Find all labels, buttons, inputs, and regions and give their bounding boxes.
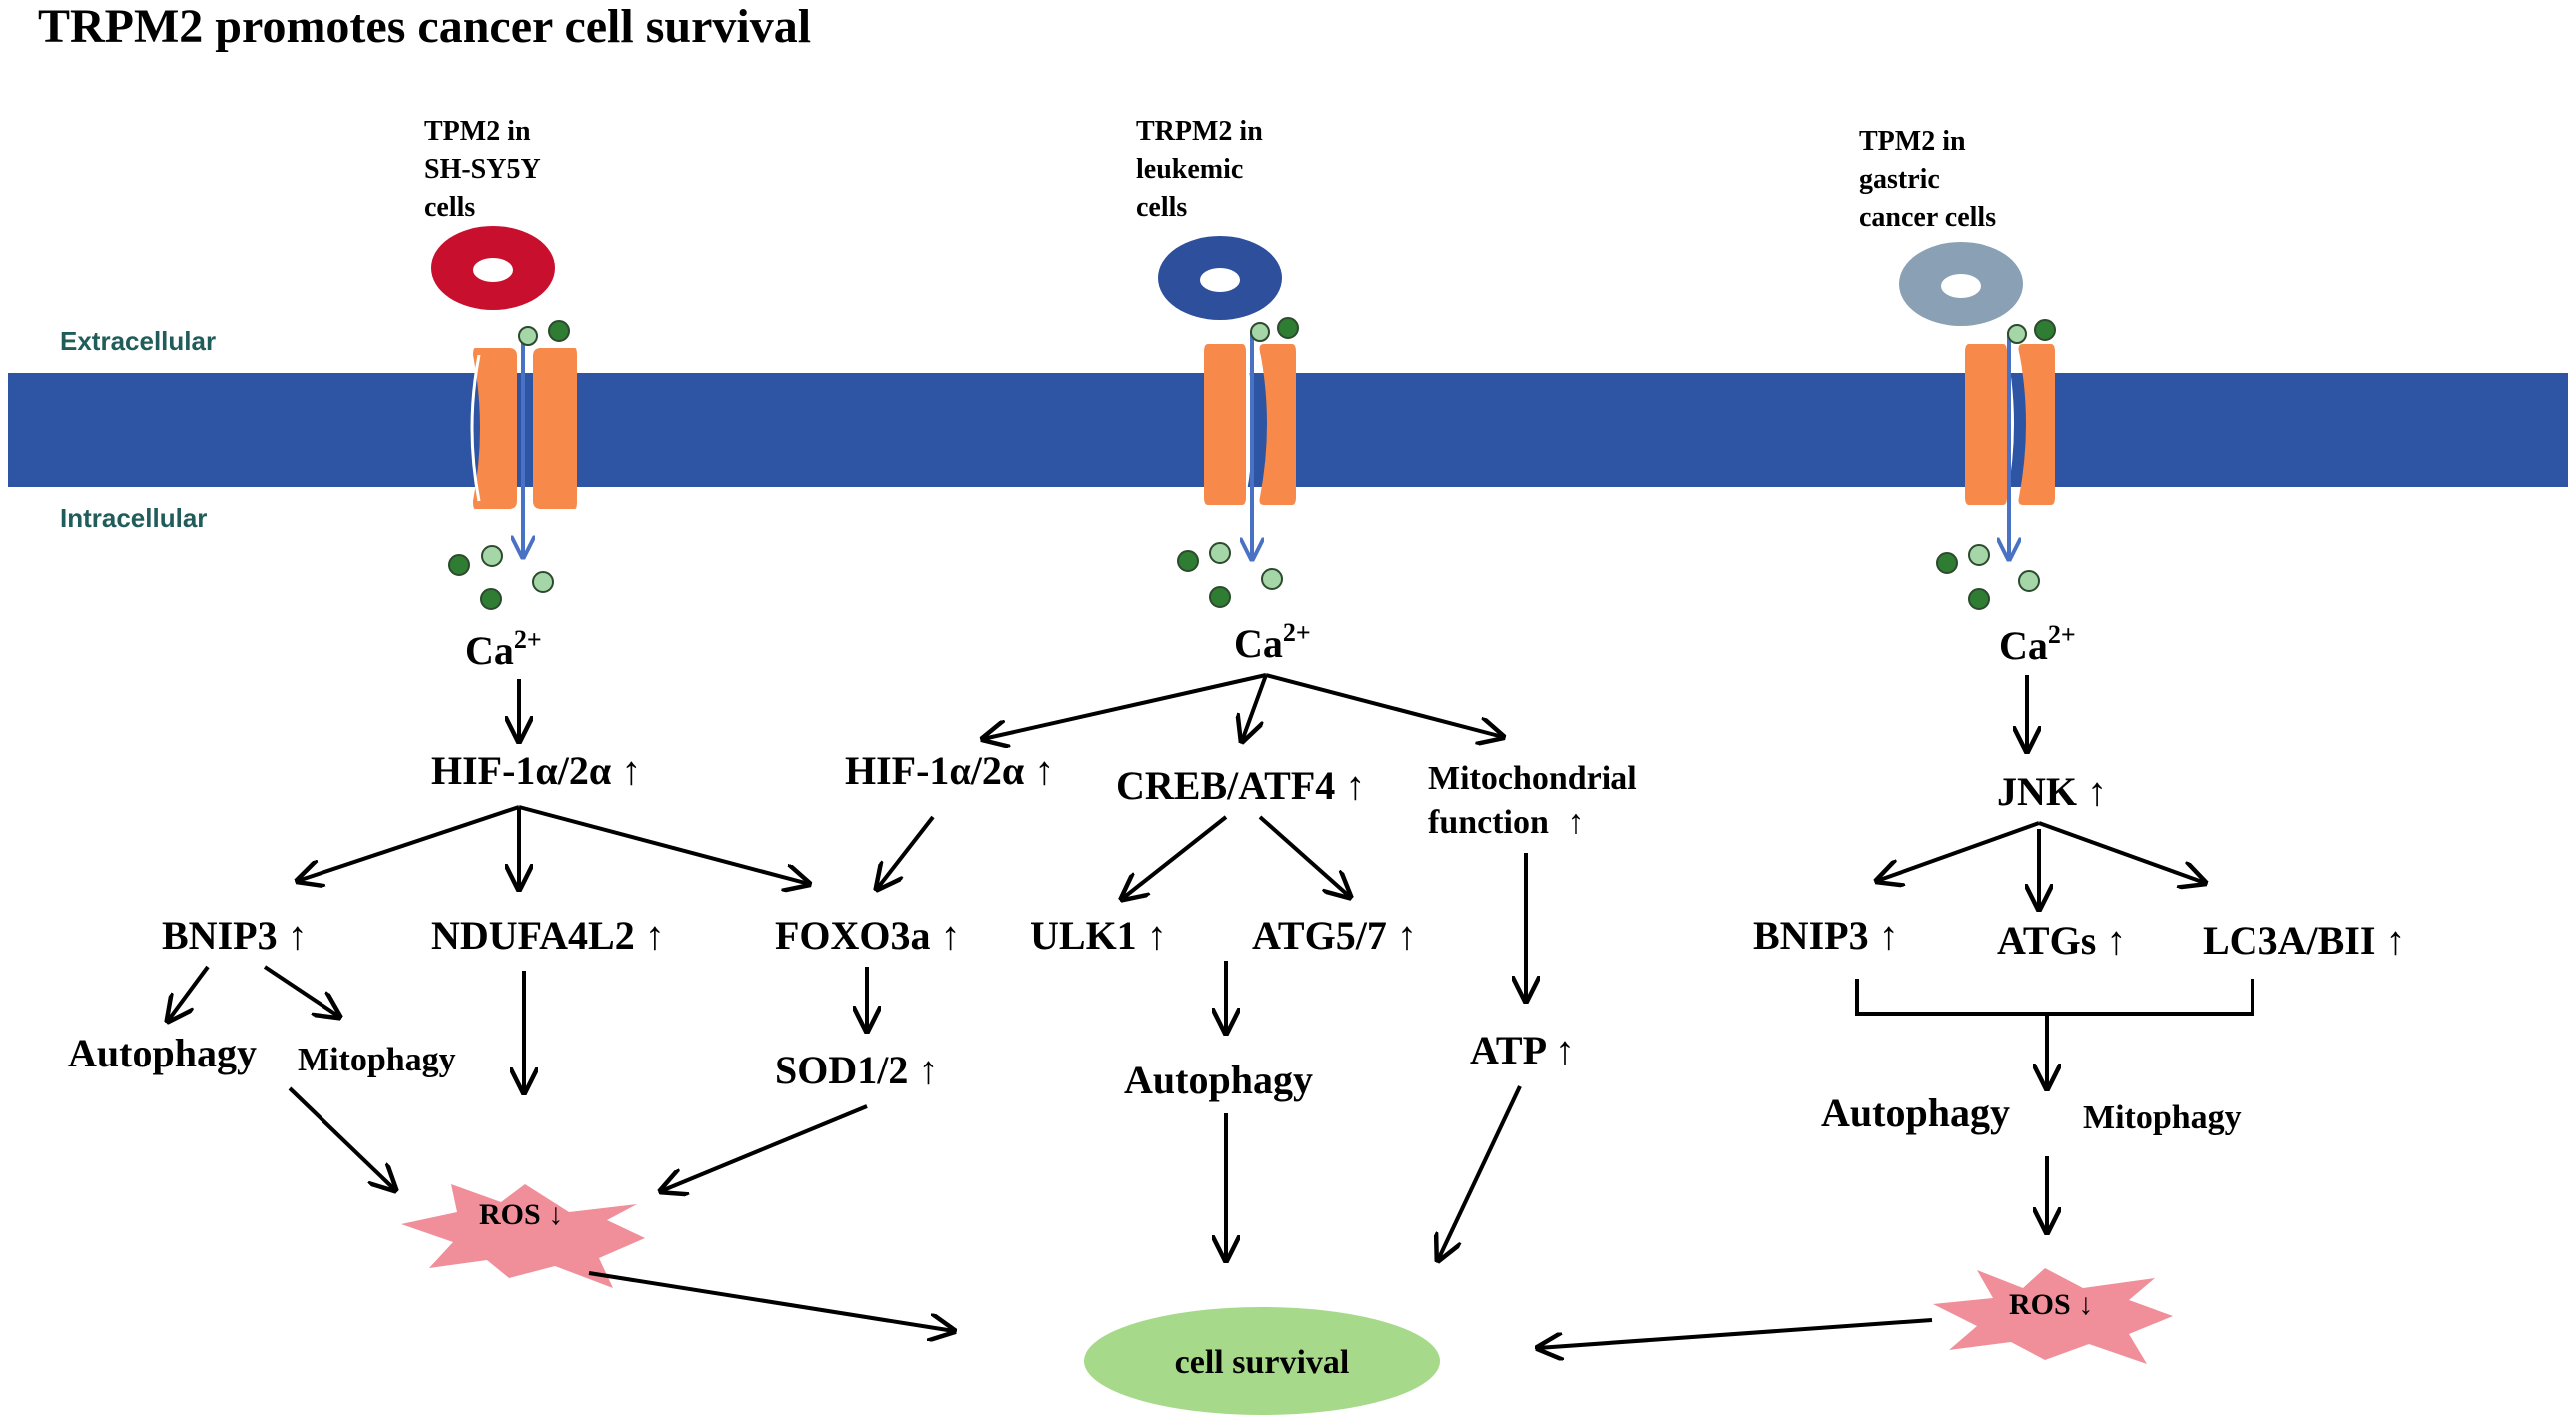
middle-hif-label: HIF-1α/2α ↑ <box>845 748 1054 793</box>
left-membrane-channel <box>470 348 577 509</box>
middle-mito-label: Mitochondrial function ↑ <box>1428 760 1645 841</box>
diagram-title: TRPM2 promotes cancer cell survival <box>38 0 811 53</box>
right-ros-label: ROS ↓ <box>2009 1288 2093 1321</box>
left-ros-star: ROS ↓ <box>401 1184 645 1288</box>
left-caption: TPM2 in SH-SY5Y cells <box>424 116 547 223</box>
middle-membrane-channel <box>1204 344 1296 505</box>
middle-ca-label: Ca2+ <box>1234 618 1311 666</box>
right-mitophagy-label: Mitophagy <box>2083 1099 2242 1136</box>
right-ros-star: ROS ↓ <box>1933 1268 2173 1364</box>
middle-caption: TRPM2 in leukemic cells <box>1136 116 1270 223</box>
left-pathway: TPM2 in SH-SY5Y cells Ca2+ HIF-1α/2α ↑ <box>68 116 961 1331</box>
extracellular-label: Extracellular <box>60 326 216 355</box>
middle-pathway: TRPM2 in leukemic cells Ca2+ HIF-1α/2α ↑… <box>845 116 1645 1415</box>
middle-atg57-label: ATG5/7 ↑ <box>1252 913 1417 958</box>
cell-survival-node: cell survival <box>1084 1307 1440 1415</box>
intracellular-label: Intracellular <box>60 503 207 533</box>
right-trpm2-channel-icon <box>1899 242 2023 326</box>
cell-survival-label: cell survival <box>1175 1344 1350 1381</box>
right-pathway: TPM2 in gastric cancer cells Ca2+ JNK ↑ <box>1538 126 2405 1364</box>
middle-trpm2-channel-icon <box>1158 236 1282 320</box>
left-mitophagy-label: Mitophagy <box>298 1042 456 1078</box>
middle-calcium-ions <box>1177 317 1299 608</box>
right-caption: TPM2 in gastric cancer cells <box>1859 126 1996 233</box>
right-autophagy-label: Autophagy <box>1821 1090 2010 1135</box>
left-bnip3-label: BNIP3 ↑ <box>162 913 308 958</box>
left-hif-label: HIF-1α/2α ↑ <box>431 748 641 793</box>
right-bracket <box>1855 979 2254 1016</box>
right-calcium-ions <box>1936 319 2056 610</box>
left-foxo-label: FOXO3a ↑ <box>775 913 961 958</box>
left-sod-label: SOD1/2 ↑ <box>775 1048 938 1092</box>
left-autophagy-label: Autophagy <box>68 1031 257 1075</box>
right-bnip3-label: BNIP3 ↑ <box>1753 913 1899 958</box>
left-trpm2-channel-icon <box>431 226 555 310</box>
middle-ulk1-label: ULK1 ↑ <box>1030 913 1167 958</box>
right-lc3-label: LC3A/BII ↑ <box>2203 918 2405 963</box>
left-calcium-ions <box>448 320 570 610</box>
left-ndufa-label: NDUFA4L2 ↑ <box>431 913 665 958</box>
left-ros-label: ROS ↓ <box>479 1198 563 1231</box>
right-jnk-label: JNK ↑ <box>1997 769 2107 814</box>
middle-autophagy-label: Autophagy <box>1124 1058 1313 1102</box>
right-ca-label: Ca2+ <box>1999 620 2076 668</box>
middle-atp-label: ATP ↑ <box>1470 1028 1575 1072</box>
left-ca-label: Ca2+ <box>465 625 542 673</box>
right-membrane-channel <box>1965 344 2055 505</box>
middle-creb-label: CREB/ATF4 ↑ <box>1116 763 1365 808</box>
right-atgs-label: ATGs ↑ <box>1997 918 2126 963</box>
